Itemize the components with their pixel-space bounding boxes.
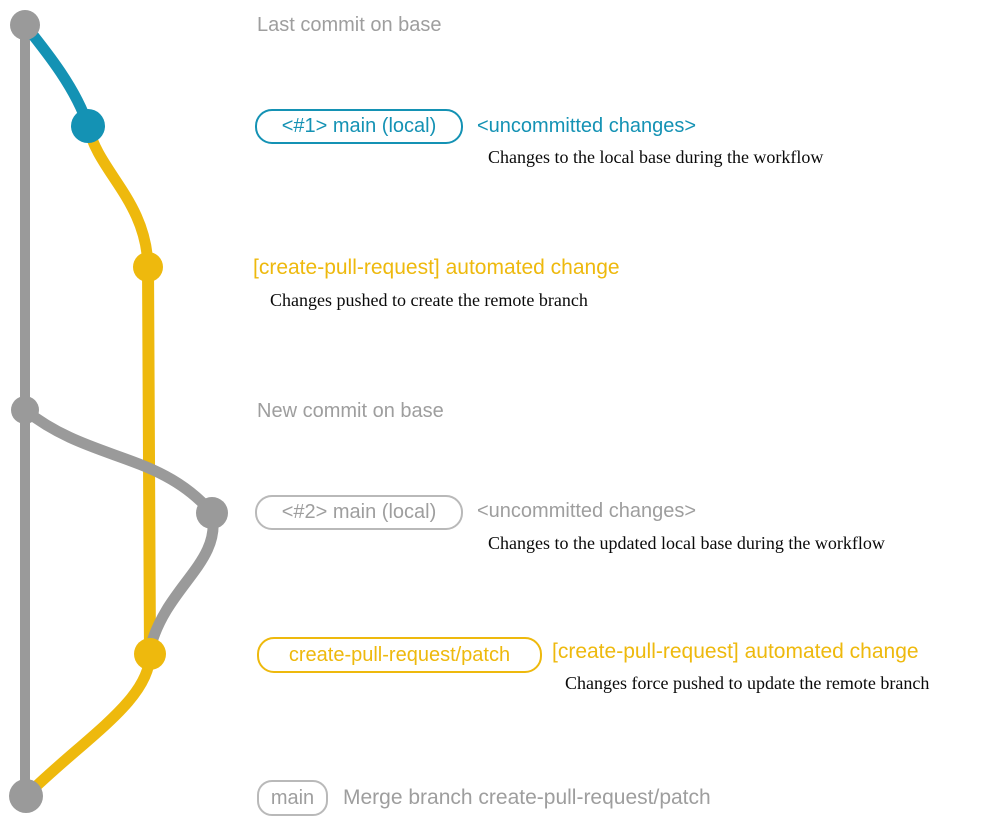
label-automated-change-1: [create-pull-request] automated change [253,256,620,279]
label-last-commit: Last commit on base [257,14,442,36]
commit-dot-merge [9,779,43,813]
patch-branch-out-curve [82,120,154,272]
badge-patch-branch: create-pull-request/patch [257,637,542,673]
git-graph [9,10,228,813]
note-uncommitted-2: Changes to the updated local base during… [488,533,885,553]
label-automated-change-2: [create-pull-request] automated change [552,640,919,663]
label-uncommitted-1: <uncommitted changes> [477,115,697,137]
badge-main: main [257,780,328,816]
label-uncommitted-2: <uncommitted changes> [477,500,697,522]
commit-dot-new-base [11,396,39,424]
label-merge-commit: Merge branch create-pull-request/patch [343,786,711,809]
commit-dot-last-base [10,10,40,40]
commit-dot-patch-2 [134,638,166,670]
commit-dot-patch-1 [133,252,163,282]
commit-dot-uncommitted-2 [196,497,228,529]
updated-base-branch-curve [19,404,218,519]
patch-branch-line [142,260,156,660]
note-automated-1: Changes pushed to create the remote bran… [270,290,588,310]
note-automated-2: Changes force pushed to update the remot… [565,673,930,693]
label-new-commit: New commit on base [257,400,444,422]
patch-merge-curve [21,648,156,801]
badge-main-local-2: <#2> main (local) [255,495,463,530]
local-changes-branch-curve [19,19,94,132]
badge-main-local-1: <#1> main (local) [255,109,463,144]
note-uncommitted-1: Changes to the local base during the wor… [488,147,824,167]
updated-local-to-patch-curve [145,507,219,651]
commit-dot-uncommitted-1 [71,109,105,143]
